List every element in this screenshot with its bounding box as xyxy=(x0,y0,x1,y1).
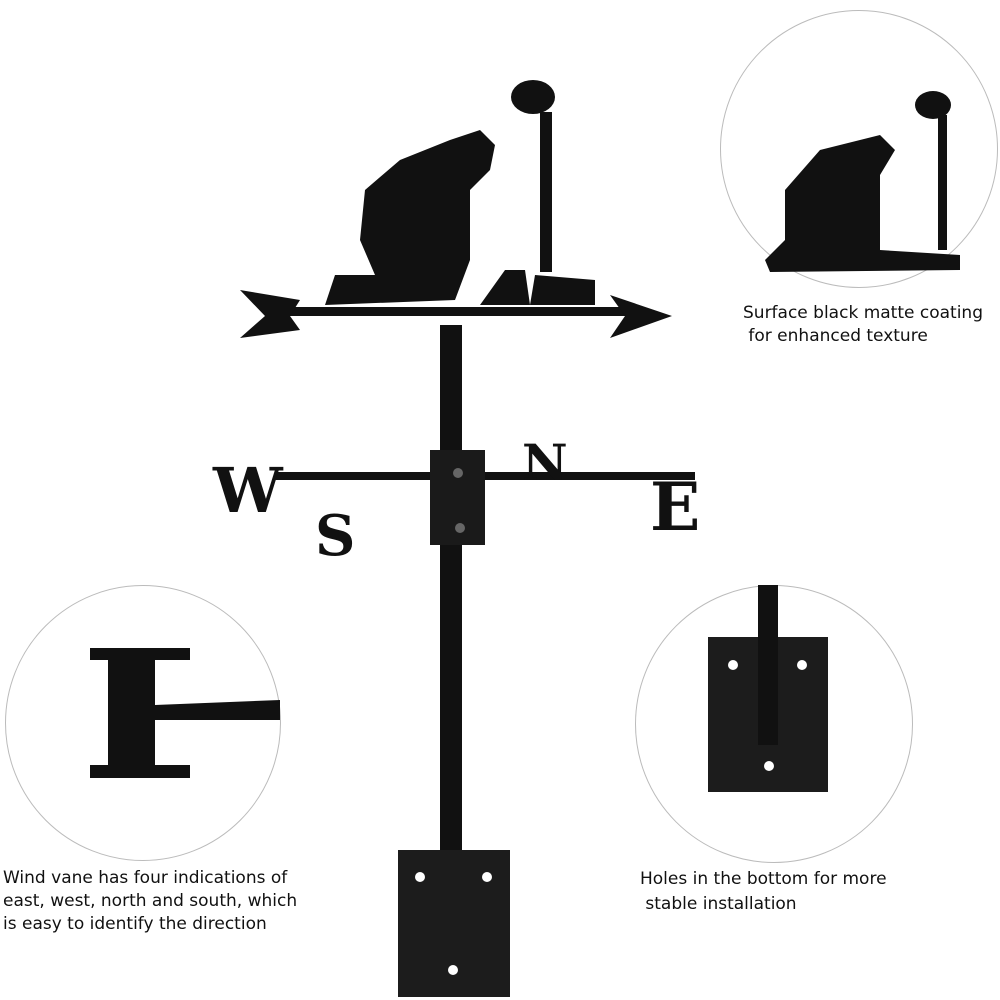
directions-caption-line2: east, west, north and south, which xyxy=(3,891,298,911)
detail-circle-letter-e xyxy=(5,585,281,861)
directions-caption-line3: is easy to identify the direction xyxy=(3,914,267,934)
letter-north: N xyxy=(522,433,568,492)
holes-caption-line2: stable installation xyxy=(640,894,797,914)
kneeling-soldier-silhouette xyxy=(325,130,495,305)
arrow-head xyxy=(610,295,672,338)
pole xyxy=(440,325,462,855)
letter-west: W xyxy=(212,454,284,527)
detail-circle-silhouette xyxy=(720,10,998,288)
mounting-plate xyxy=(398,850,510,997)
helmet xyxy=(511,80,555,114)
coating-caption-line1: Surface black matte coating xyxy=(743,303,983,323)
coating-caption-line2: for enhanced texture xyxy=(743,326,928,346)
letter-e-closeup xyxy=(90,648,280,778)
letter-south: S xyxy=(315,503,355,569)
arrow-tail xyxy=(240,290,300,338)
holes-caption-line1: Holes in the bottom for more xyxy=(640,869,887,889)
directions-caption-line1: Wind vane has four indications of xyxy=(3,868,288,888)
letter-east: E xyxy=(650,468,700,546)
arrow-shaft xyxy=(265,307,635,316)
